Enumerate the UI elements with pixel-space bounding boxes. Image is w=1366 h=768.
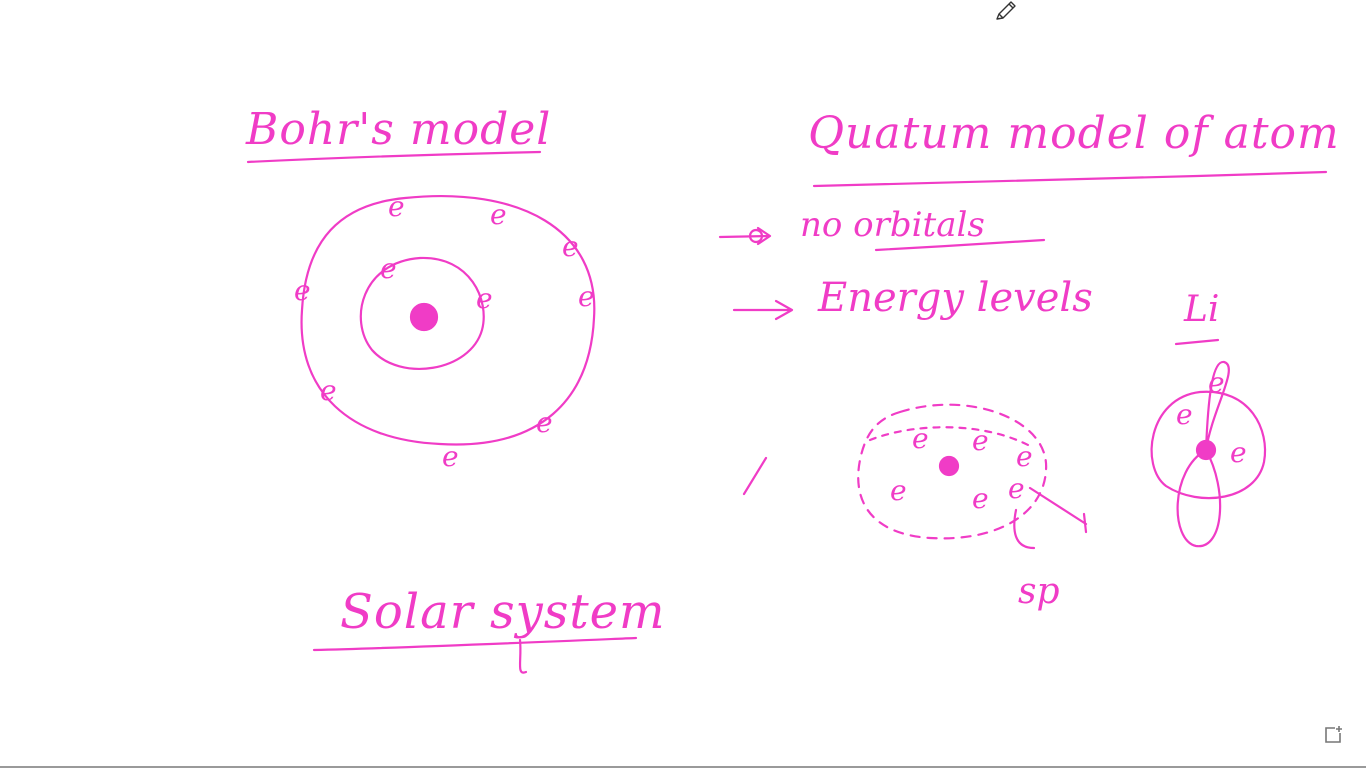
arrow-point-1 — [718, 226, 772, 246]
electron: e — [1230, 436, 1247, 469]
electron: e — [476, 282, 493, 315]
pencil-icon — [996, 1, 1016, 20]
electron: e — [320, 374, 337, 407]
stray-tick — [742, 456, 768, 496]
electron: e — [972, 482, 989, 515]
electron: e — [1176, 398, 1193, 431]
electron: e — [912, 422, 929, 455]
electron: e — [490, 198, 507, 231]
bohr-nucleus — [409, 302, 439, 332]
electron: e — [388, 190, 405, 223]
cloud-nucleus — [938, 455, 960, 477]
electron: e — [1008, 472, 1025, 505]
quantum-model-title: Quatum model of atom — [808, 108, 1340, 159]
quantum-title-underline — [812, 170, 1328, 188]
li-orbital-lobe — [1176, 448, 1222, 548]
li-orbital-vertical — [1204, 360, 1230, 452]
bottom-border — [0, 766, 1366, 768]
electron: e — [890, 474, 907, 507]
electron: e — [562, 230, 579, 263]
point-no-orbitals: no orbitals — [800, 205, 985, 245]
cloud-arrow — [1028, 486, 1088, 534]
fullscreen-icon[interactable] — [1322, 724, 1344, 746]
electron: e — [380, 252, 397, 285]
electron-cloud — [857, 403, 1048, 540]
bohr-outer-orbit — [300, 194, 596, 446]
electron: e — [578, 280, 595, 313]
electron: e — [442, 440, 459, 473]
electron: e — [294, 274, 311, 307]
solar-system-title: Solar system — [340, 584, 666, 640]
electron: e — [536, 406, 553, 439]
point-energy-levels: Energy levels — [818, 275, 1093, 321]
arrow-point-2 — [732, 299, 794, 321]
li-nucleus — [1195, 439, 1217, 461]
bohr-inner-orbit — [359, 256, 485, 370]
orbitals-underline — [874, 238, 1046, 252]
electron: e — [972, 424, 989, 457]
sp-label: sp — [1018, 571, 1060, 612]
bohr-title-underline — [246, 150, 542, 164]
solar-title-underline — [312, 636, 638, 652]
electron: e — [1208, 366, 1225, 399]
lithium-label: Li — [1184, 289, 1220, 330]
li-underline — [1174, 338, 1220, 346]
electron: e — [1016, 440, 1033, 473]
bohr-model-title: Bohr's model — [246, 104, 552, 155]
bullet-point-1 — [748, 228, 764, 244]
electrons: e e e e e e e e e e e e e e e e e e e — [294, 190, 1247, 515]
